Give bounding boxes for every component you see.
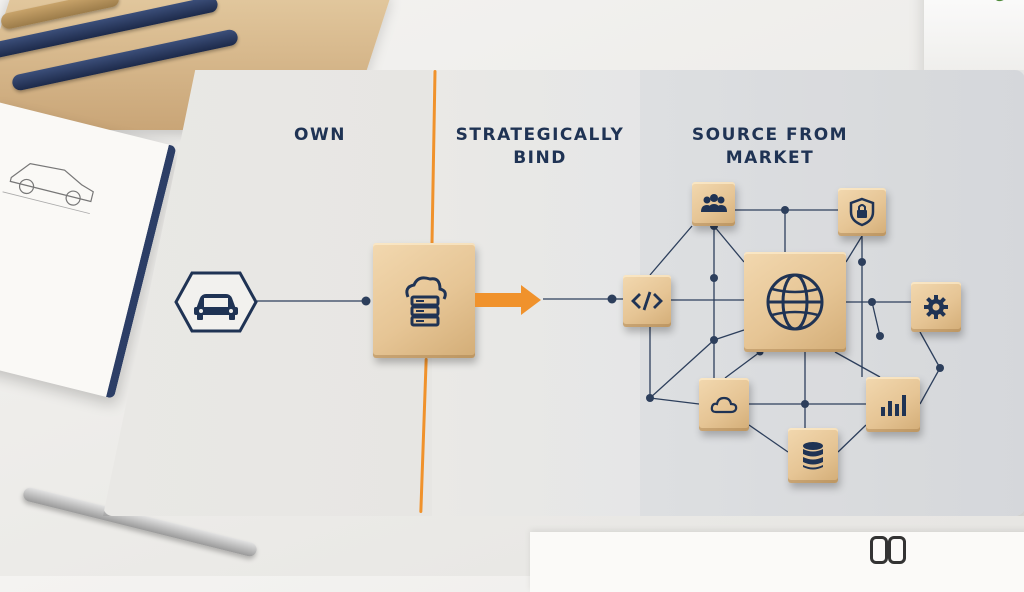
sketch-notebook bbox=[0, 101, 177, 399]
cloud-server-icon bbox=[405, 275, 447, 326]
heading-line: MARKET bbox=[725, 148, 815, 168]
orange-arrow-icon bbox=[475, 285, 541, 315]
cloud-block bbox=[699, 378, 749, 431]
column-heading-source: SOURCE FROM MARKET bbox=[680, 124, 860, 170]
team-block bbox=[692, 182, 735, 226]
analytics-block bbox=[866, 377, 920, 432]
settings-block bbox=[911, 282, 961, 332]
heading-text: OWN bbox=[294, 125, 346, 145]
car-icon bbox=[194, 294, 238, 320]
database-block bbox=[788, 428, 838, 483]
column-heading-bind: STRATEGICALLY BIND bbox=[450, 124, 630, 170]
heading-line: BIND bbox=[513, 148, 567, 168]
hexagon-car-badge bbox=[174, 271, 258, 333]
gear-icon bbox=[924, 295, 948, 319]
code-icon bbox=[631, 291, 663, 311]
security-block bbox=[838, 188, 886, 236]
bar-chart-icon bbox=[881, 394, 906, 416]
column-heading-own: OWN bbox=[290, 124, 350, 147]
car-sketch-icon bbox=[2, 163, 94, 214]
code-block bbox=[623, 275, 671, 327]
binder-ring bbox=[870, 536, 888, 564]
shield-lock-icon bbox=[849, 197, 875, 227]
strategy-board bbox=[103, 70, 1024, 516]
heading-line: SOURCE FROM bbox=[691, 125, 849, 145]
market-hub-block bbox=[744, 252, 846, 352]
people-icon bbox=[700, 194, 727, 212]
heading-line: STRATEGICALLY bbox=[455, 125, 625, 145]
binder-ring bbox=[888, 536, 906, 564]
cloud-icon bbox=[710, 396, 738, 413]
globe-icon bbox=[766, 273, 824, 331]
database-icon bbox=[803, 441, 823, 469]
bind-block bbox=[373, 243, 475, 358]
